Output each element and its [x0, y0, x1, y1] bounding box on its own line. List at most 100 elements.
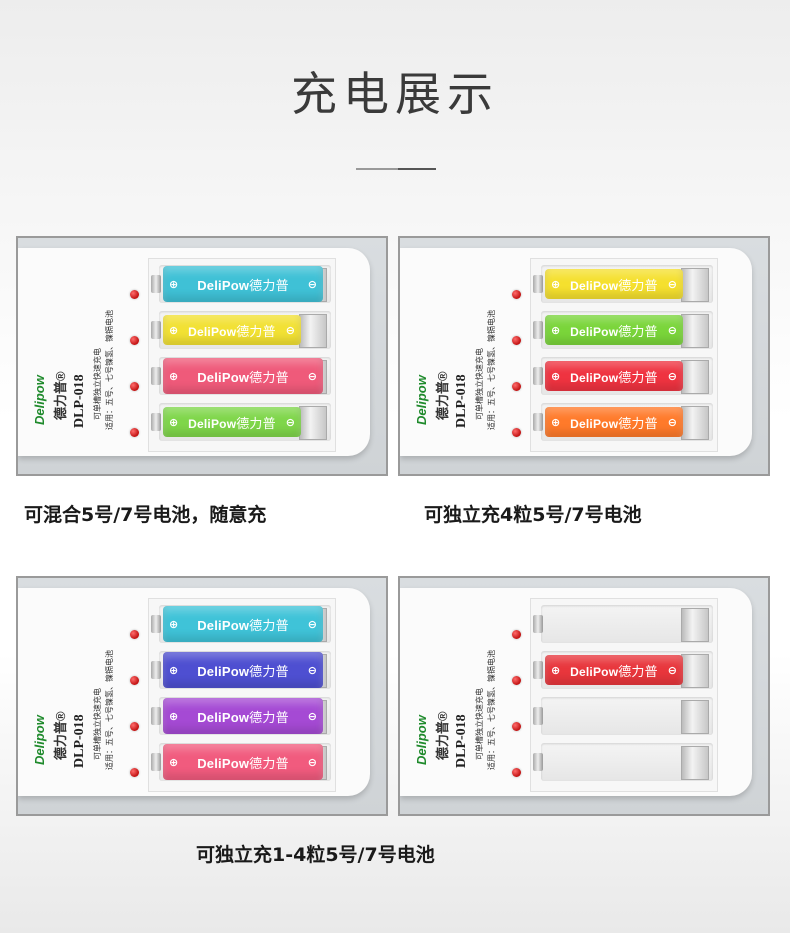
caption-mixed-charging: 可混合5号/7号电池，随意充 [24, 504, 267, 526]
battery-brand: DeliPow德力普 [570, 367, 658, 386]
charger-compatibility: 适用：五号、七号镍氢、镍镉电池 [487, 650, 496, 770]
charger-label-area: Delipow 德力普® DLP-018 可单槽独立快速充电 适用：五号、七号镍… [414, 610, 510, 780]
indicator-leds [512, 268, 526, 448]
battery: ⊕ DeliPow德力普 ⊖ [163, 358, 323, 394]
charging-indicator-led [130, 382, 139, 391]
slot-contact-positive [151, 661, 161, 679]
battery: ⊕ DeliPow德力普 ⊖ [545, 361, 683, 391]
battery-bay: ⊕ DeliPow德力普 ⊖ ⊕ DeliPow德力普 ⊖ ⊕ DeliPow德… [148, 258, 336, 452]
battery-slot [533, 697, 713, 735]
charger-brand-logo: Delipow [32, 715, 47, 765]
slot-contact-spring [681, 608, 709, 642]
plus-icon: ⊕ [169, 370, 179, 383]
slot-contact-spring [681, 654, 709, 688]
battery-brand: DeliPow德力普 [197, 275, 289, 294]
charger-description: 可单槽独立快速充电 [475, 688, 484, 760]
indicator-leds [512, 608, 526, 788]
battery-slot: ⊕ DeliPow德力普 ⊖ [533, 265, 713, 303]
minus-icon: ⊖ [307, 618, 317, 631]
charging-indicator-led [130, 290, 139, 299]
minus-icon: ⊖ [307, 370, 317, 383]
charger-brand-logo: Delipow [414, 715, 429, 765]
title-divider [356, 168, 436, 170]
battery-brand-cn: 德力普 [618, 416, 658, 432]
plus-icon: ⊕ [169, 416, 179, 429]
slot-contact-spring [299, 406, 327, 440]
battery-bay: ⊕ DeliPow德力普 ⊖ [530, 598, 718, 792]
charger-brand-cn: 德力普® [435, 371, 450, 420]
battery-slot: ⊕ DeliPow德力普 ⊖ [533, 311, 713, 349]
page-title: 充电展示 [291, 67, 499, 121]
battery-brand-cn: 德力普 [236, 324, 276, 340]
plus-icon: ⊕ [551, 370, 561, 383]
charger-label-area: Delipow 德力普® DLP-018 可单槽独立快速充电 适用：五号、七号镍… [414, 270, 510, 440]
slot-contact-positive [533, 615, 543, 633]
battery-brand-en: DeliPow [197, 277, 250, 293]
battery-brand-en: DeliPow [197, 369, 250, 385]
battery-brand-cn: 德力普 [618, 324, 658, 340]
charger-description: 可单槽独立快速充电 [93, 348, 102, 420]
slot-contact-spring [299, 314, 327, 348]
slot-contact-positive [151, 367, 161, 385]
battery-slot: ⊕ DeliPow德力普 ⊖ [151, 605, 331, 643]
minus-icon: ⊖ [667, 324, 677, 337]
battery: ⊕ DeliPow德力普 ⊖ [545, 269, 683, 299]
plus-icon: ⊕ [169, 710, 179, 723]
plus-icon: ⊕ [169, 278, 179, 291]
caption-independent-4: 可独立充4粒5号/7号电池 [424, 504, 642, 526]
battery: ⊕ DeliPow德力普 ⊖ [545, 407, 683, 437]
minus-icon: ⊖ [667, 278, 677, 291]
battery-slot: ⊕ DeliPow德力普 ⊖ [151, 357, 331, 395]
minus-icon: ⊖ [307, 710, 317, 723]
charger-brand-cn: 德力普® [53, 711, 68, 760]
charging-indicator-led [512, 428, 521, 437]
slot-contact-positive [533, 367, 543, 385]
battery-brand-cn: 德力普 [618, 278, 658, 294]
battery-brand: DeliPow德力普 [570, 321, 658, 340]
slot-contact-positive [533, 321, 543, 339]
slot-contact-positive [533, 753, 543, 771]
battery: ⊕ DeliPow德力普 ⊖ [163, 315, 301, 345]
charging-indicator-led [512, 630, 521, 639]
plus-icon: ⊕ [169, 664, 179, 677]
charger-compatibility: 适用：五号、七号镍氢、镍镉电池 [105, 650, 114, 770]
charger-model: DLP-018 [454, 714, 469, 768]
slot-contact-spring [681, 746, 709, 780]
minus-icon: ⊖ [667, 416, 677, 429]
battery-brand-en: DeliPow [570, 324, 619, 339]
slot-contact-spring [681, 360, 709, 394]
minus-icon: ⊖ [285, 324, 295, 337]
battery-brand-cn: 德力普 [249, 618, 289, 634]
plus-icon: ⊕ [551, 324, 561, 337]
battery-slot: ⊕ DeliPow德力普 ⊖ [533, 403, 713, 441]
battery-brand-en: DeliPow [188, 324, 237, 339]
battery-slot: ⊕ DeliPow德力普 ⊖ [151, 311, 331, 349]
charging-indicator-led [130, 428, 139, 437]
battery-brand-en: DeliPow [570, 664, 619, 679]
battery-brand: DeliPow德力普 [197, 615, 289, 634]
plus-icon: ⊕ [551, 416, 561, 429]
charging-indicator-led [130, 722, 139, 731]
battery-brand-cn: 德力普 [249, 664, 289, 680]
plus-icon: ⊕ [169, 618, 179, 631]
battery: ⊕ DeliPow德力普 ⊖ [163, 698, 323, 734]
battery-brand-en: DeliPow [197, 617, 250, 633]
charger-brand-cn: 德力普® [53, 371, 68, 420]
battery-brand-cn: 德力普 [249, 756, 289, 772]
charging-indicator-led [130, 768, 139, 777]
charging-indicator-led [512, 768, 521, 777]
battery-brand: DeliPow德力普 [570, 413, 658, 432]
minus-icon: ⊖ [307, 278, 317, 291]
battery: ⊕ DeliPow德力普 ⊖ [163, 606, 323, 642]
slot-contact-positive [151, 615, 161, 633]
slot-contact-positive [533, 707, 543, 725]
plus-icon: ⊕ [551, 664, 561, 677]
slot-contact-positive [533, 413, 543, 431]
charger-body: Delipow 德力普® DLP-018 可单槽独立快速充电 适用：五号、七号镍… [18, 588, 370, 796]
panel-single-battery: Delipow 德力普® DLP-018 可单槽独立快速充电 适用：五号、七号镍… [398, 576, 770, 816]
battery-brand-en: DeliPow [570, 416, 619, 431]
plus-icon: ⊕ [551, 278, 561, 291]
slot-contact-positive [151, 707, 161, 725]
battery-brand-en: DeliPow [197, 709, 250, 725]
battery-brand-cn: 德力普 [618, 370, 658, 386]
